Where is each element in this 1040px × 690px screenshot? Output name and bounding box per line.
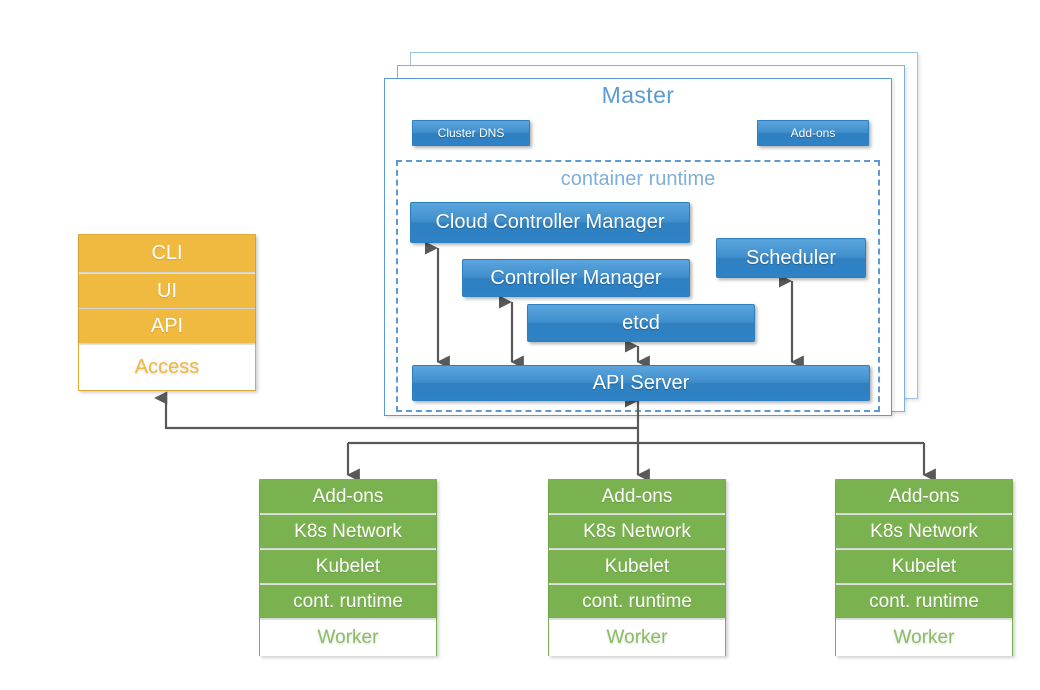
cluster-dns-box[interactable]: Cluster DNS [412,120,530,146]
container-runtime-title: container runtime [560,168,716,190]
worker-row-k8s-network[interactable]: K8s Network [549,515,725,548]
api-server-box[interactable]: API Server [412,365,870,401]
worker-footer-label: Worker [549,620,725,656]
worker-node-2: Add-ons K8s Network Kubelet cont. runtim… [548,479,726,656]
worker-row-kubelet[interactable]: Kubelet [836,550,1012,583]
etcd-box[interactable]: etcd [527,304,755,342]
worker-row-addons[interactable]: Add-ons [836,480,1012,513]
worker-node-1: Add-ons K8s Network Kubelet cont. runtim… [259,479,437,656]
worker-footer-label: Worker [836,620,1012,656]
worker-row-addons[interactable]: Add-ons [549,480,725,513]
access-panel: CLI UI API Access [78,234,256,391]
cloud-controller-manager-box[interactable]: Cloud Controller Manager [410,202,690,243]
master-addons-box[interactable]: Add-ons [757,120,869,146]
worker-row-kubelet[interactable]: Kubelet [260,550,436,583]
master-title: Master [601,82,675,108]
access-row-ui[interactable]: UI [79,274,255,308]
worker-row-cont-runtime[interactable]: cont. runtime [549,585,725,618]
access-footer-label: Access [79,345,255,390]
worker-row-cont-runtime[interactable]: cont. runtime [836,585,1012,618]
worker-row-addons[interactable]: Add-ons [260,480,436,513]
worker-footer-label: Worker [260,620,436,656]
access-row-api[interactable]: API [79,309,255,343]
worker-row-k8s-network[interactable]: K8s Network [836,515,1012,548]
access-row-cli[interactable]: CLI [79,235,255,272]
controller-manager-box[interactable]: Controller Manager [462,259,690,297]
scheduler-box[interactable]: Scheduler [716,238,866,278]
worker-row-cont-runtime[interactable]: cont. runtime [260,585,436,618]
worker-node-3: Add-ons K8s Network Kubelet cont. runtim… [835,479,1013,656]
worker-row-k8s-network[interactable]: K8s Network [260,515,436,548]
worker-row-kubelet[interactable]: Kubelet [549,550,725,583]
